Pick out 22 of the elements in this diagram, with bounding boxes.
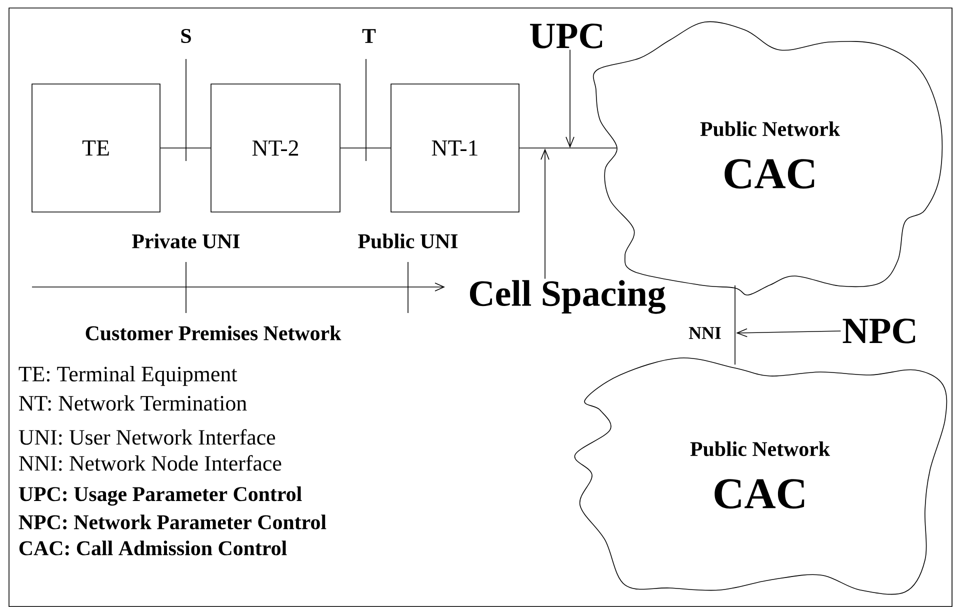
interface-label: T: [362, 29, 376, 43]
definition-text: NNI: Network Node Interface: [19, 455, 282, 471]
definition-text: NT: Network Termination: [19, 395, 247, 411]
device-box: TE: [32, 84, 160, 212]
arrow: [736, 328, 842, 338]
definition-text: UPC: Usage Parameter Control: [18, 486, 302, 506]
device-box: NT-2: [210, 84, 340, 212]
interface-label: S: [181, 28, 191, 44]
callout-text: NPC: [842, 318, 916, 344]
definition-text: UNI: User Network Interface: [18, 429, 276, 445]
definition-text: NPC: Network Parameter Control: [18, 514, 326, 530]
arrow: [566, 49, 574, 148]
range-label: Customer Premises Network: [86, 326, 342, 340]
device-box: NT-1: [390, 84, 520, 212]
connector-line: [734, 285, 736, 365]
interface-label: Public UNI: [358, 234, 458, 248]
arrow: [540, 148, 550, 280]
edge-label: NNI: [688, 327, 721, 339]
definition-text: TE: Terminal Equipment: [18, 366, 238, 386]
interface-label: Private UNI: [132, 234, 240, 248]
network-cloud: Public Network CAC: [574, 358, 948, 595]
definition-text: CAC: Call Admission Control: [19, 540, 287, 556]
